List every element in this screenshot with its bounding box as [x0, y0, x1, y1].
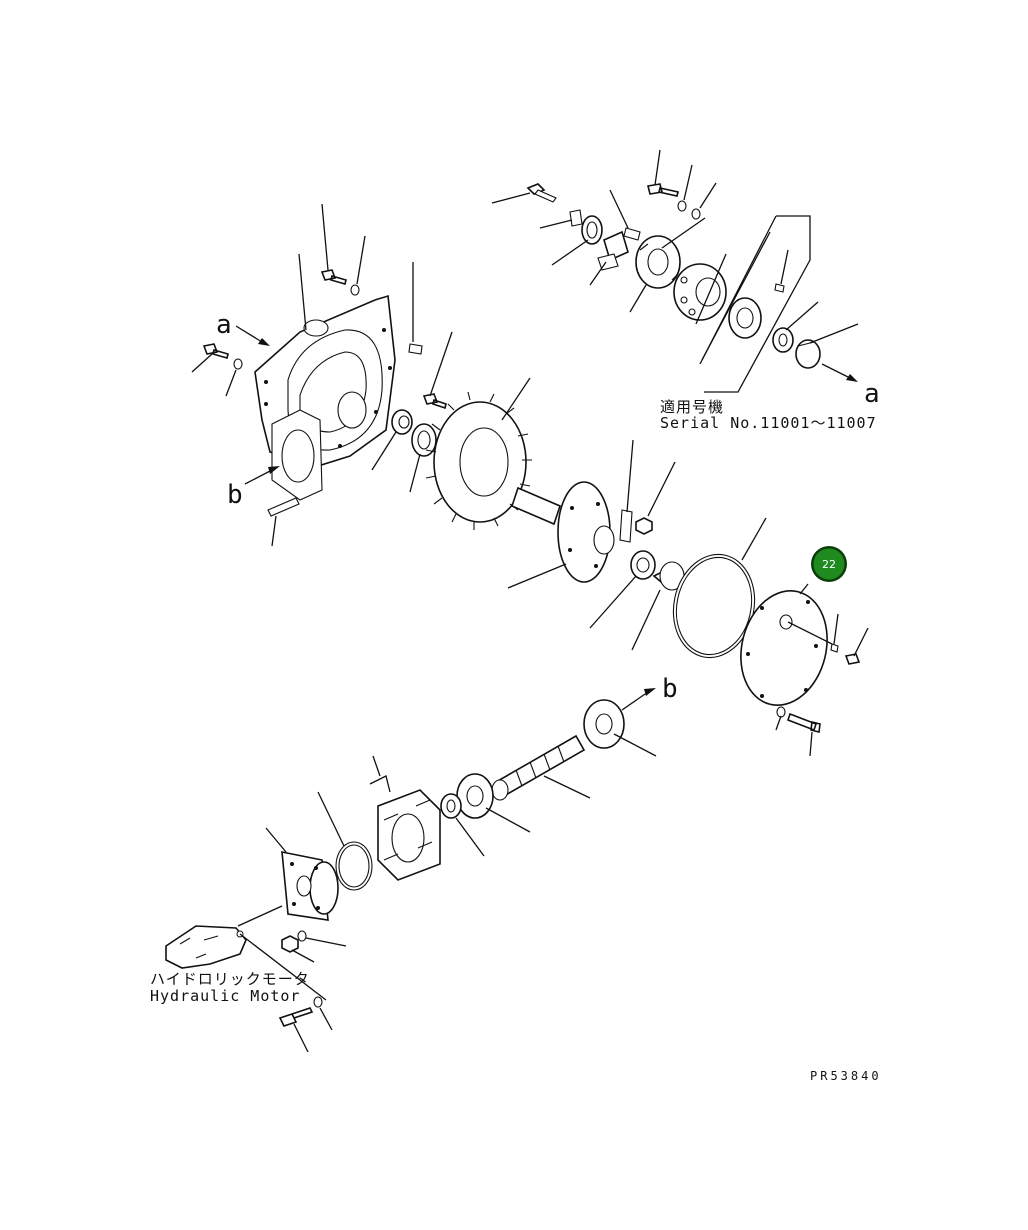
flange-washer-part: [297, 930, 307, 942]
side-bolt-part: [202, 343, 229, 359]
gear-housing-part: [254, 294, 396, 501]
housing-bolt-part: [320, 269, 347, 285]
motor-label-en: Hydraulic Motor: [150, 987, 300, 1005]
motor-bolt-part: [278, 1007, 314, 1027]
motor-washer-part: [313, 996, 323, 1008]
lower-oring-part: [335, 841, 373, 891]
bearing-cage-part: [635, 235, 681, 289]
ref-letter-a-right: a: [864, 379, 880, 409]
ref-letter-b-mid: b: [662, 674, 678, 704]
serial-note-en: Serial No.11001～11007: [660, 414, 877, 432]
taper-bearing-part: [630, 550, 656, 580]
ref-letter-a-top: a: [216, 310, 232, 340]
retainer-ring-part: [581, 215, 603, 245]
upper-shaft-assembly: [491, 149, 859, 393]
long-bolt-part: [786, 712, 821, 733]
adapter-housing-part: [377, 789, 441, 881]
ring-part: [411, 423, 437, 457]
tab-washer-part: [569, 209, 583, 227]
flange-nut-part: [281, 935, 299, 953]
hex-nut-part: [635, 517, 653, 535]
arrow-b-left: [244, 466, 280, 485]
worm-shaft-part: [491, 734, 586, 801]
upper-bearing-part: [583, 699, 625, 749]
arrow-to-a-right: [821, 363, 858, 382]
spacer-part: [440, 793, 462, 819]
gear-hub-part: [597, 230, 629, 271]
callout-fill: [813, 548, 845, 580]
drawing-code: PR53840: [810, 1069, 882, 1083]
stud-bolt-part: [267, 497, 300, 517]
bearing-part-small: [391, 409, 413, 435]
upper-washer-part: [677, 200, 687, 212]
motor-label-jp: ハイドロリックモータ: [150, 970, 310, 988]
cover-washer-part: [776, 706, 786, 718]
callout-badge[interactable]: 22: [811, 546, 847, 582]
roller-bearing-part: [673, 263, 727, 321]
cover-bolt-part: [844, 653, 861, 665]
motor-flange-part: [281, 851, 339, 921]
collar-part: [795, 339, 821, 369]
side-washer-part: [233, 358, 243, 370]
pin-part: [774, 283, 785, 293]
arrow-b-mid: [621, 688, 656, 711]
hydraulic-motor-part: [165, 925, 247, 969]
ref-letter-b-left: b: [227, 480, 243, 510]
flanged-shaft-part: [511, 481, 615, 583]
small-bolt-part: [623, 227, 641, 241]
seal-ring-part: [728, 297, 762, 339]
upper-washer-part-2: [691, 208, 701, 220]
upper-bolt-part: [647, 183, 679, 197]
bolt-part: [526, 183, 557, 203]
callout-number: 22: [822, 558, 836, 571]
plug-part: [830, 643, 839, 653]
serial-note-jp: 適用号機: [660, 398, 724, 416]
arrow-a-top: [235, 325, 270, 346]
gear-bolt-part: [422, 393, 447, 410]
lower-bearing-part: [456, 773, 494, 819]
dowel-pin-part: [408, 343, 423, 355]
cover-plate-part: [740, 590, 828, 706]
serial-bracket: [704, 215, 811, 393]
large-oring-part: [672, 553, 756, 659]
housing-washer-part: [350, 284, 360, 296]
spur-gear-part: [425, 391, 532, 530]
clip-part: [619, 509, 633, 543]
lock-nut-part: [772, 327, 794, 353]
